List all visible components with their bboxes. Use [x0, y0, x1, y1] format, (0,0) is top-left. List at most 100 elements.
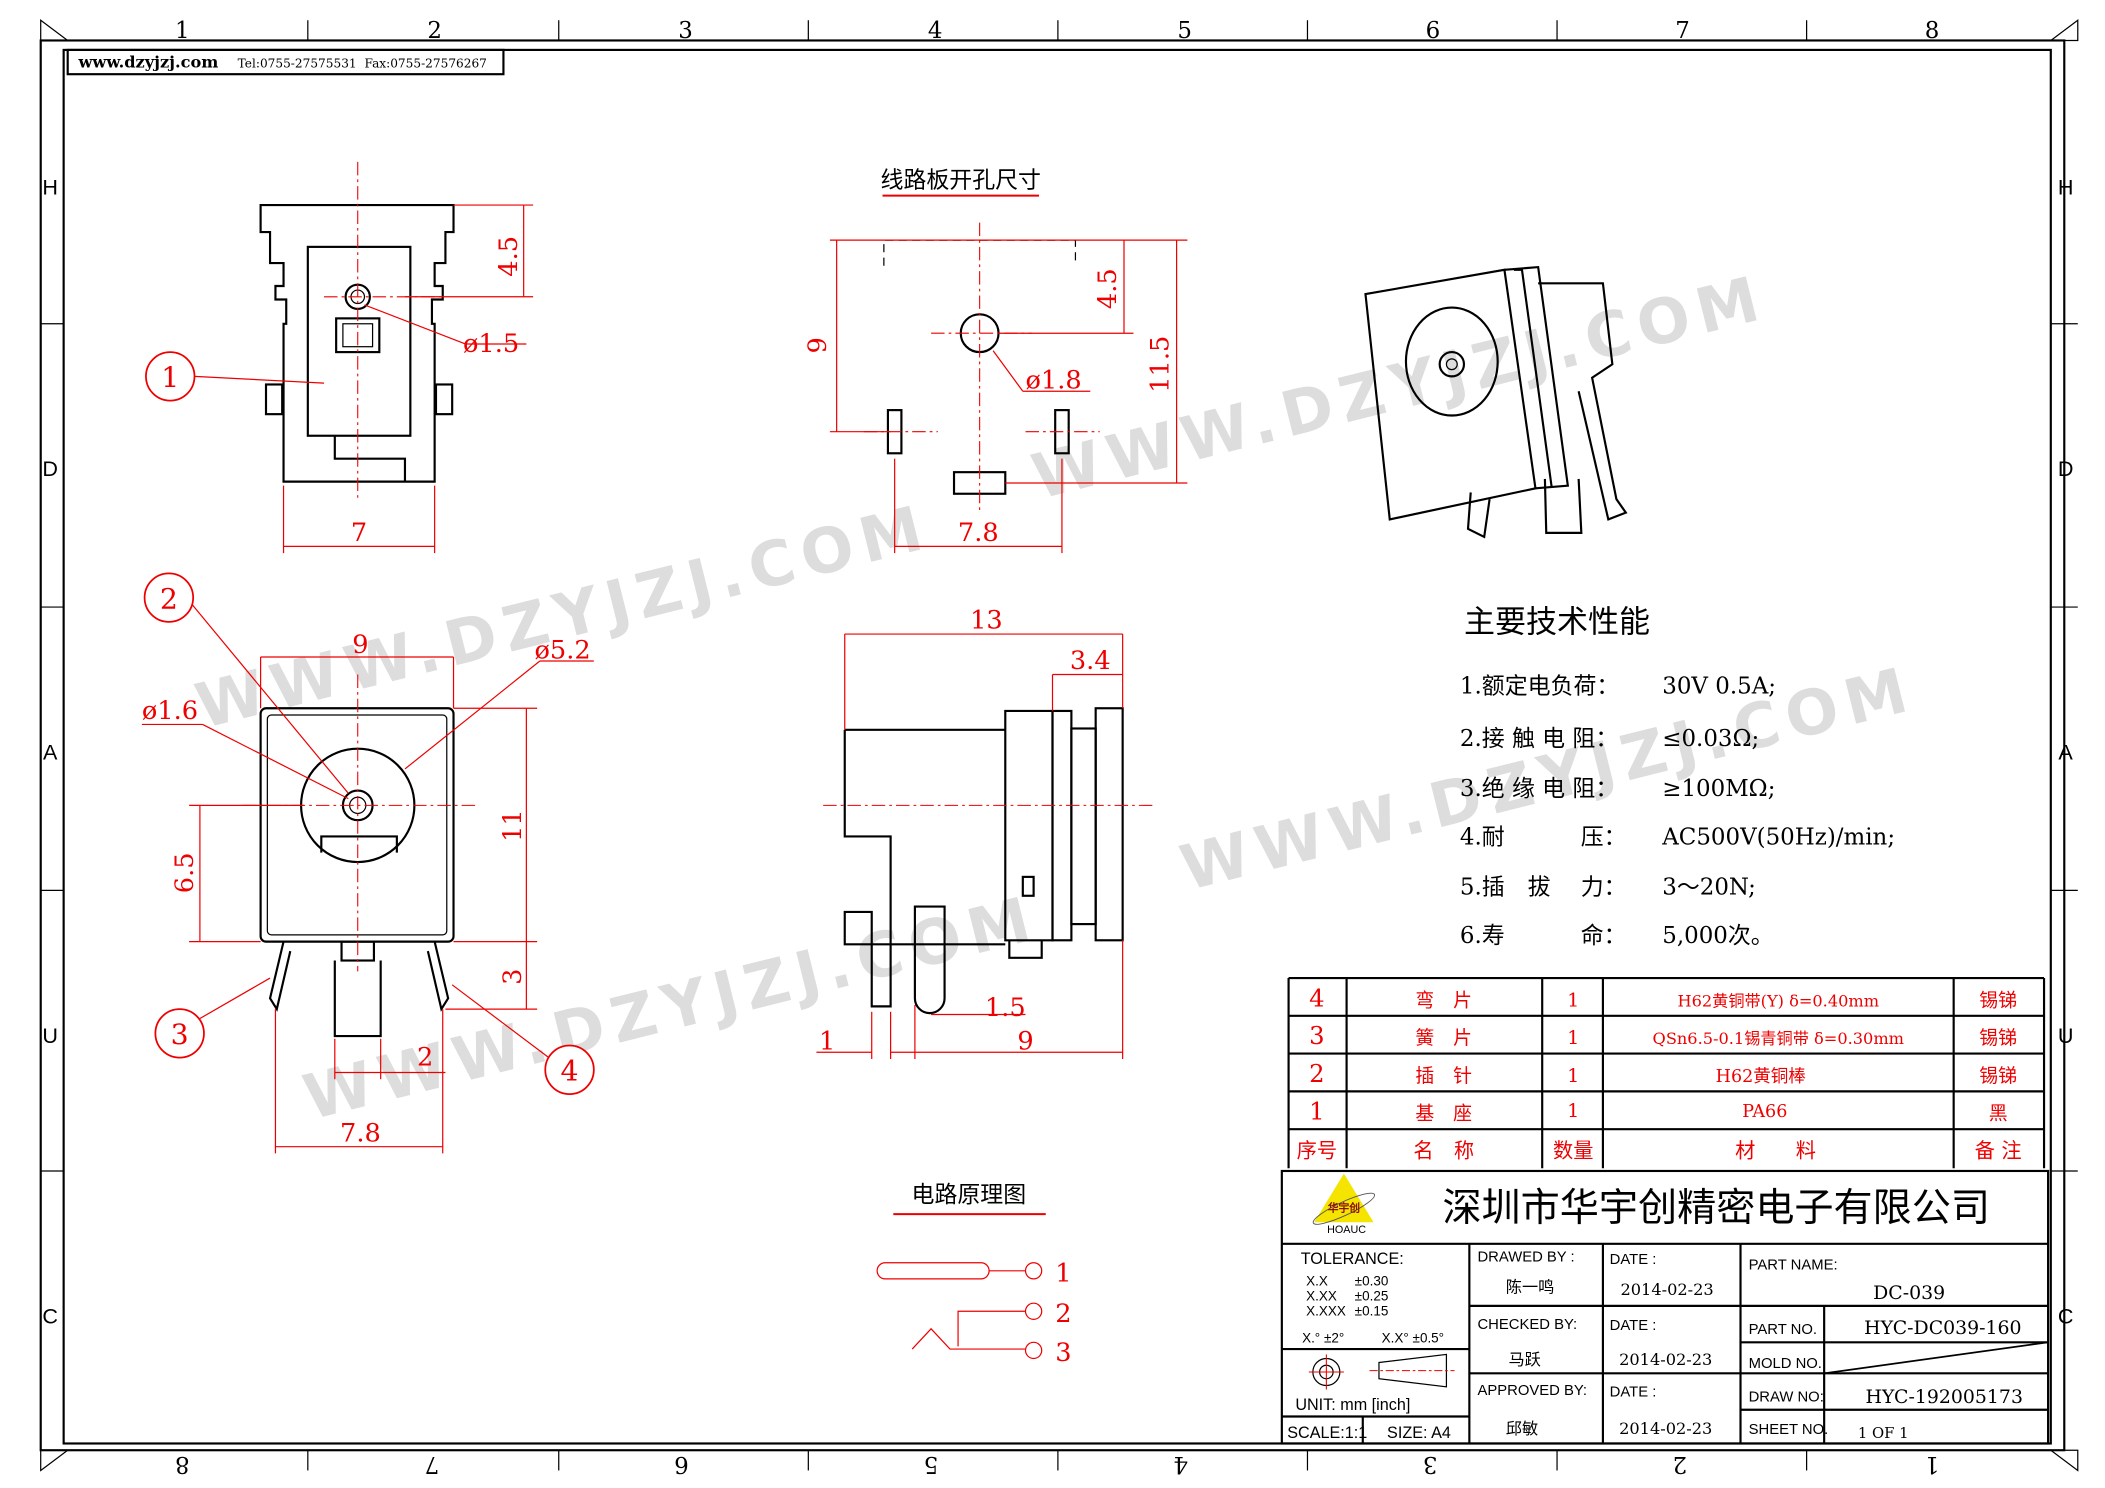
- contact-header: www.dzyjzj.com Tel:0755-27575531 Fax:075…: [66, 48, 505, 76]
- spec-label: 1.额定电负荷：: [1460, 673, 1619, 699]
- drawed-by-label: DRAWED BY :: [1477, 1249, 1574, 1265]
- zone-label: 5: [1177, 18, 1192, 44]
- dimension-label: 7: [351, 518, 367, 548]
- isometric-view: [1364, 265, 1628, 539]
- bom-note: 锡锑: [1979, 989, 2017, 1011]
- dimension-label: 13: [970, 606, 1003, 636]
- bom-no: 4: [1309, 983, 1324, 1012]
- bom-header: 名 称: [1413, 1138, 1474, 1162]
- spec-label: 3.绝 缘 电 阻：: [1460, 776, 1618, 802]
- checked-by-label: CHECKED BY:: [1477, 1317, 1577, 1333]
- spec-value: 3～20N;: [1662, 874, 1756, 900]
- front-view: 9 ø5.2 ø1.6 6.5 11 3 2 7.8 2 3 4: [142, 572, 595, 1154]
- balloon-3: [154, 1008, 205, 1059]
- dimension-label: ø1.6: [142, 696, 198, 726]
- bom-no: 1: [1309, 1097, 1324, 1126]
- website-link[interactable]: www.dzyjzj.com: [77, 52, 218, 71]
- zone-label: 7: [425, 1451, 440, 1477]
- bom-qty: 1: [1567, 1027, 1579, 1049]
- angle-tolerance: X.° ±2°: [1302, 1330, 1344, 1345]
- pcb-hole-layout: 线路板开孔尺寸 9 4.5 11.5 ø1.8 7.8: [803, 168, 1188, 554]
- balloon-label: 2: [160, 582, 178, 615]
- dimension-label: 11.5: [1146, 336, 1176, 393]
- date-value: 2014-02-23: [1620, 1280, 1713, 1299]
- bom-note: 锡锑: [1979, 1065, 2017, 1087]
- bom-no: 3: [1309, 1021, 1324, 1050]
- dimension-label: 2: [417, 1043, 433, 1073]
- dimension-label: ø1.5: [463, 329, 519, 359]
- dimension-label: 4.5: [494, 236, 524, 277]
- zone-label: 2: [1673, 1451, 1688, 1477]
- zone-label: 6: [1426, 18, 1441, 44]
- date-value: 2014-02-23: [1619, 1350, 1712, 1369]
- balloon-4: [544, 1044, 595, 1095]
- company-logo: 华宇创 HOAUC: [1312, 1173, 1376, 1236]
- dimension-label: 11: [498, 809, 528, 842]
- zone-label: 7: [1675, 18, 1690, 44]
- dimension-label: ø1.8: [1026, 366, 1082, 396]
- balloon-1: [145, 351, 196, 402]
- zone-label: U: [42, 1023, 58, 1048]
- date-label: DATE :: [1610, 1384, 1657, 1400]
- zone-label: A: [2058, 740, 2073, 765]
- bom-name: 弯 片: [1415, 989, 1472, 1011]
- zone-label: A: [43, 740, 58, 765]
- bom-qty: 1: [1567, 989, 1579, 1011]
- dimension-label: 3.4: [1070, 646, 1111, 676]
- bom-qty: 1: [1567, 1100, 1579, 1122]
- bom-name: 插 针: [1415, 1065, 1472, 1087]
- bom-name: 簧 片: [1415, 1027, 1472, 1049]
- zone-label: 5: [924, 1451, 939, 1477]
- bom-header: 数量: [1553, 1138, 1593, 1162]
- bom-material: H62黄铜棒: [1716, 1067, 1807, 1087]
- zone-label: C: [2058, 1303, 2074, 1328]
- bom-material: PA66: [1742, 1102, 1787, 1122]
- zone-label: 2: [427, 18, 442, 44]
- date-label: DATE :: [1610, 1252, 1657, 1268]
- bom-note: 锡锑: [1979, 1027, 2017, 1049]
- dimension-label: 1.5: [985, 993, 1026, 1023]
- zone-label: H: [2058, 174, 2074, 199]
- spec-value: ≤0.03Ω;: [1662, 726, 1759, 752]
- pcb-layout-title: 线路板开孔尺寸: [881, 168, 1041, 194]
- tel-text: Tel:0755-27575531: [238, 56, 357, 70]
- approved-by-value: 邱敏: [1506, 1419, 1538, 1438]
- zone-label: 1: [1925, 1451, 1940, 1477]
- pin-label: 1: [1055, 1259, 1071, 1289]
- mold-no-label: MOLD NO.: [1749, 1356, 1822, 1372]
- balloon-label: 3: [171, 1018, 189, 1051]
- spec-value: 30V 0.5A;: [1662, 673, 1776, 699]
- company-name: 深圳市华宇创精密电子有限公司: [1442, 1187, 1990, 1230]
- logo-brand: HOAUC: [1327, 1224, 1366, 1236]
- zone-label: H: [42, 174, 58, 199]
- dimension-label: ø5.2: [534, 635, 590, 665]
- side-view: 13 3.4 1.5 1 9: [816, 606, 1154, 1060]
- zone-label: D: [42, 456, 58, 481]
- logo-text: 华宇创: [1328, 1201, 1361, 1214]
- zone-label: C: [42, 1303, 58, 1328]
- sheet-no-value: 1 OF 1: [1858, 1425, 1909, 1442]
- draw-no-label: DRAW NO:: [1749, 1390, 1824, 1406]
- top-view: 4.5 ø1.5 7 1: [145, 161, 534, 554]
- tolerance-format: X.XX: [1306, 1288, 1337, 1303]
- spec-label: 4.耐 压：: [1460, 825, 1627, 851]
- dimension-label: 7.8: [340, 1118, 381, 1148]
- pin-label: 2: [1055, 1299, 1071, 1329]
- zone-label: U: [2058, 1023, 2074, 1048]
- tolerance-value: ±0.30: [1355, 1274, 1389, 1289]
- dimension-label: 7.8: [958, 518, 999, 548]
- dimension-label: 9: [803, 337, 833, 353]
- sheet-no-label: SHEET NO.: [1749, 1422, 1829, 1438]
- date-label: DATE :: [1610, 1318, 1657, 1334]
- dimension-label: 3: [498, 969, 528, 985]
- zone-label: 3: [1423, 1451, 1438, 1477]
- circuit-diagram: 电路原理图 1 2 3: [876, 1182, 1072, 1368]
- projection-symbol-icon: [1308, 1353, 1455, 1390]
- tolerance-value: ±0.25: [1355, 1288, 1389, 1303]
- title-block: 华宇创 HOAUC 深圳市华宇创精密电子有限公司 TOLERANCE: X.X±…: [1280, 1169, 2050, 1445]
- bom-header: 序号: [1297, 1138, 1337, 1162]
- zone-label: 8: [175, 1451, 190, 1477]
- tolerance-label: TOLERANCE:: [1301, 1250, 1404, 1268]
